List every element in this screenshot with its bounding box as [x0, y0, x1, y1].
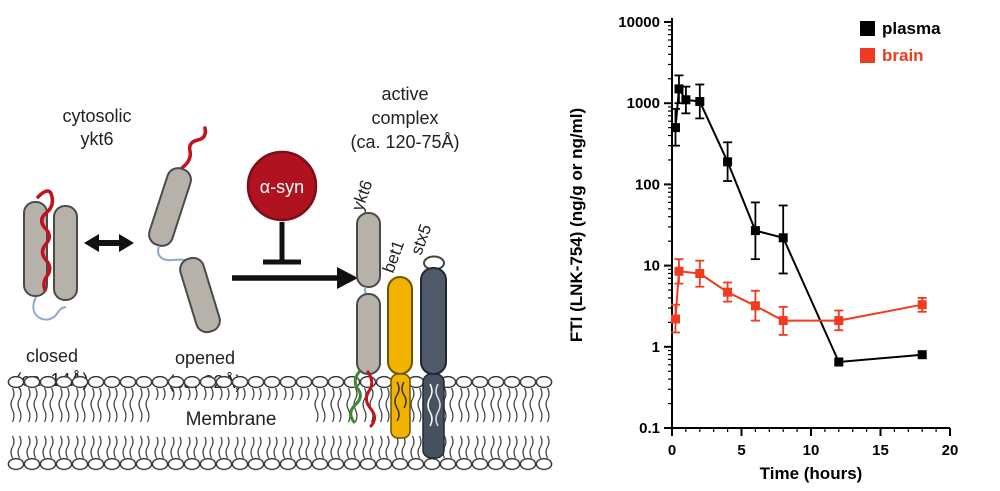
y-axis-title: FTI (LNK-754) (ng/g or ng/ml) [567, 108, 586, 342]
membrane-label-box [150, 400, 312, 437]
opened-red-squiggle [180, 126, 208, 170]
equilibrium-arrowhead-left [84, 234, 99, 252]
opened-linker [157, 245, 190, 262]
legend-label-plasma: plasma [882, 19, 941, 38]
data-point-brain [674, 266, 684, 276]
active-complex-line2: complex [371, 108, 438, 128]
x-axis-title: Time (hours) [760, 464, 863, 483]
chart-plot-area: 0.1 1 10 100 1000 10000 0 5 10 15 20 [618, 14, 958, 459]
closed-label: closed [26, 346, 78, 366]
reaction-arrowhead [337, 267, 358, 289]
legend-swatch-plasma [860, 21, 875, 36]
ykt6-cylinder-top [356, 212, 381, 288]
diagram-svg: cytosolic ykt6 closed (ca. 14Å) [7, 84, 553, 471]
cytosolic-label-line1: cytosolic [62, 106, 131, 126]
snare-motif-red-squiggle [36, 189, 55, 292]
data-point-plasma [917, 350, 927, 360]
alpha-syn-circle [246, 150, 318, 222]
x-tick-label: 15 [872, 442, 889, 459]
data-point-plasma [674, 84, 684, 94]
y-tick-label: 1000 [627, 95, 660, 112]
data-point-plasma [778, 233, 788, 243]
x-tick-label: 20 [942, 442, 959, 459]
mechanism-diagram-panel: cytosolic ykt6 closed (ca. 14Å) [7, 84, 553, 471]
bet1-tail-squiggle-2 [401, 381, 407, 409]
data-point-brain [778, 316, 788, 326]
data-point-brain [750, 301, 760, 311]
data-point-plasma [681, 95, 691, 105]
data-point-plasma [834, 357, 844, 367]
cytosolic-heading: cytosolic ykt6 [62, 106, 131, 149]
y-tick-label: 10000 [618, 14, 660, 31]
alpha-syn-label: α-syn [260, 177, 304, 197]
bet1-transmembrane-tail [390, 373, 411, 439]
opened-cylinder-top [148, 167, 192, 247]
equilibrium-arrow [84, 234, 134, 252]
stx5-transmembrane-tail [422, 373, 445, 459]
x-tick-label: 10 [803, 442, 820, 459]
ykt6-cylinder-bottom [356, 293, 381, 375]
legend-swatch-brain [860, 48, 875, 63]
data-point-brain [723, 287, 733, 297]
stx5-tail-squiggle-2 [435, 383, 441, 427]
stx5-tail-squiggle-1 [427, 383, 433, 427]
closed-state: closed (ca. 14Å) [15, 189, 89, 390]
y-tick-label: 100 [635, 176, 660, 193]
data-point-brain [917, 300, 927, 310]
ykt6-red-lipid-anchor [364, 370, 376, 428]
opened-cylinder-bottom [179, 256, 221, 334]
data-point-plasma [723, 157, 733, 167]
data-point-brain [834, 316, 844, 326]
alpha-syn-inhibitor: α-syn [246, 150, 318, 265]
data-point-brain [695, 269, 705, 278]
stx5-cylinder [420, 267, 447, 375]
ykt6-label: ykt6 [348, 178, 377, 214]
legend-label-brain: brain [882, 46, 924, 65]
bet1-label: bet1 [379, 238, 408, 276]
bet1-cylinder [387, 276, 413, 375]
y-tick-label: 1 [652, 339, 660, 356]
y-tick-label: 0.1 [639, 420, 660, 437]
data-point-brain [671, 314, 680, 324]
ykt6-green-lipid-anchor [349, 370, 362, 424]
active-complex-heading: active complex (ca. 120-75Å) [350, 84, 459, 152]
membrane-label: Membrane [186, 409, 277, 430]
data-point-plasma [695, 97, 705, 106]
membrane-label-group: Membrane [150, 400, 312, 437]
reaction-arrow [232, 267, 358, 289]
stx5-label: stx5 [407, 222, 436, 258]
active-complex-line1: active [381, 84, 428, 104]
data-point-plasma [671, 123, 680, 133]
series-brain [670, 258, 927, 336]
legend: plasma brain [860, 19, 941, 65]
series-plasma [670, 74, 927, 367]
data-point-plasma [750, 226, 760, 236]
x-tick-label: 5 [737, 442, 745, 459]
opened-label: opened [175, 348, 235, 368]
x-tick-label: 0 [668, 442, 676, 459]
equilibrium-arrowhead-right [119, 234, 134, 252]
series-line-brain [674, 270, 923, 322]
active-complex-structure: ykt6 bet1 stx5 [348, 178, 447, 459]
bet1-tail-squiggle-1 [394, 381, 400, 422]
closed-linker-loop [32, 296, 67, 321]
axes: 0.1 1 10 100 1000 10000 0 5 10 15 20 [618, 14, 958, 459]
opened-state: opened (ca. 22Å) [148, 126, 242, 392]
y-tick-label: 10 [643, 258, 660, 275]
closed-cylinder-right [53, 205, 78, 301]
cytosolic-label-line2: ykt6 [80, 129, 113, 149]
active-complex-line3: (ca. 120-75Å) [350, 132, 459, 152]
